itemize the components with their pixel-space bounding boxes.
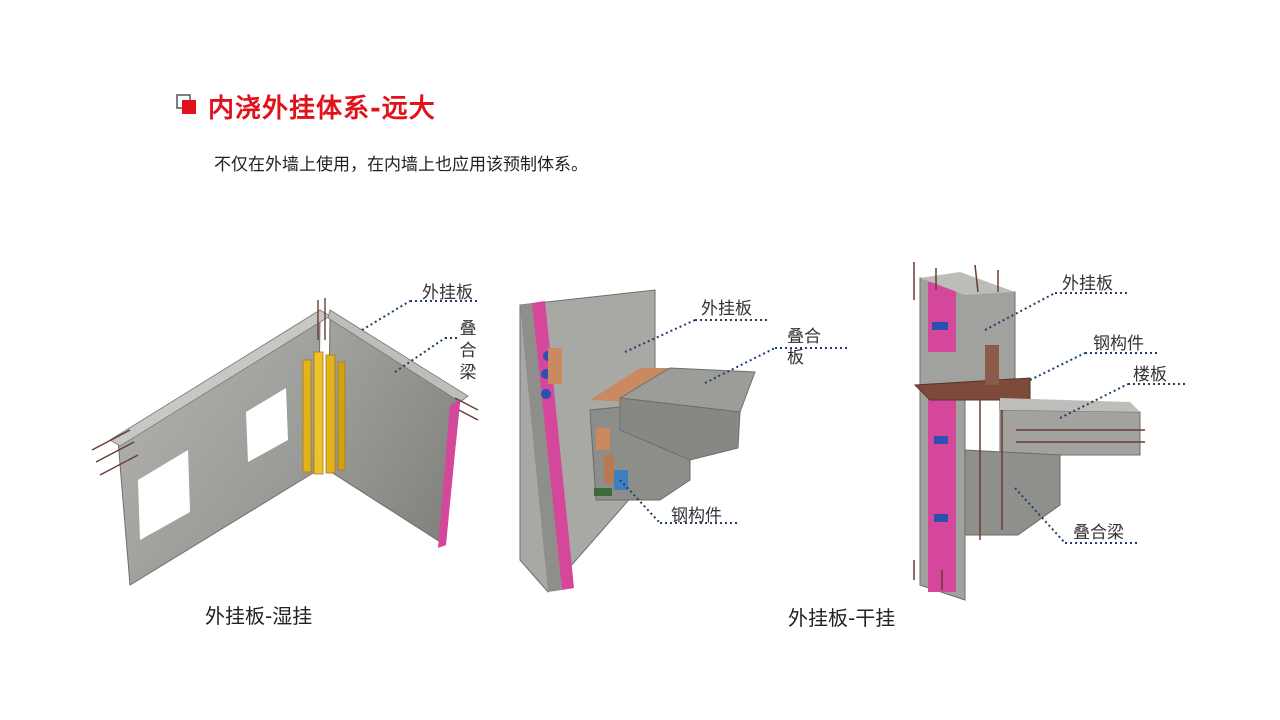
page-title: 内浇外挂体系-远大 bbox=[208, 94, 436, 124]
label-beam-left: 叠 合 梁 bbox=[458, 318, 478, 384]
label-beam-right: 叠合梁 bbox=[1073, 523, 1124, 543]
leader-lines bbox=[361, 292, 1188, 544]
label-panel-right: 外挂板 bbox=[1062, 274, 1113, 294]
left-wall-figure bbox=[91, 298, 479, 586]
label-beam-left-char3: 梁 bbox=[459, 363, 477, 384]
label-slab-middle: 叠合 板 bbox=[787, 327, 821, 370]
label-beam-left-char2: 合 bbox=[459, 341, 477, 362]
label-panel-left: 外挂板 bbox=[422, 283, 473, 303]
title-bullet-icon bbox=[176, 94, 198, 116]
label-slab-middle-line2: 板 bbox=[787, 348, 804, 369]
page-subtitle: 不仅在外墙上使用，在内墙上也应用该预制体系。 bbox=[214, 155, 588, 175]
caption-dry-hanging: 外挂板-干挂 bbox=[788, 606, 896, 630]
right-section-figure bbox=[913, 262, 1145, 601]
middle-panel-figure bbox=[519, 289, 756, 593]
label-floor-right: 楼板 bbox=[1133, 365, 1167, 385]
caption-wet-hanging: 外挂板-湿挂 bbox=[205, 604, 313, 628]
label-slab-middle-line1: 叠合 bbox=[787, 327, 821, 347]
label-steel-middle: 钢构件 bbox=[671, 506, 722, 526]
label-beam-left-char1: 叠 bbox=[459, 319, 477, 339]
label-steel-right: 钢构件 bbox=[1093, 334, 1144, 354]
label-panel-middle: 外挂板 bbox=[701, 299, 752, 319]
